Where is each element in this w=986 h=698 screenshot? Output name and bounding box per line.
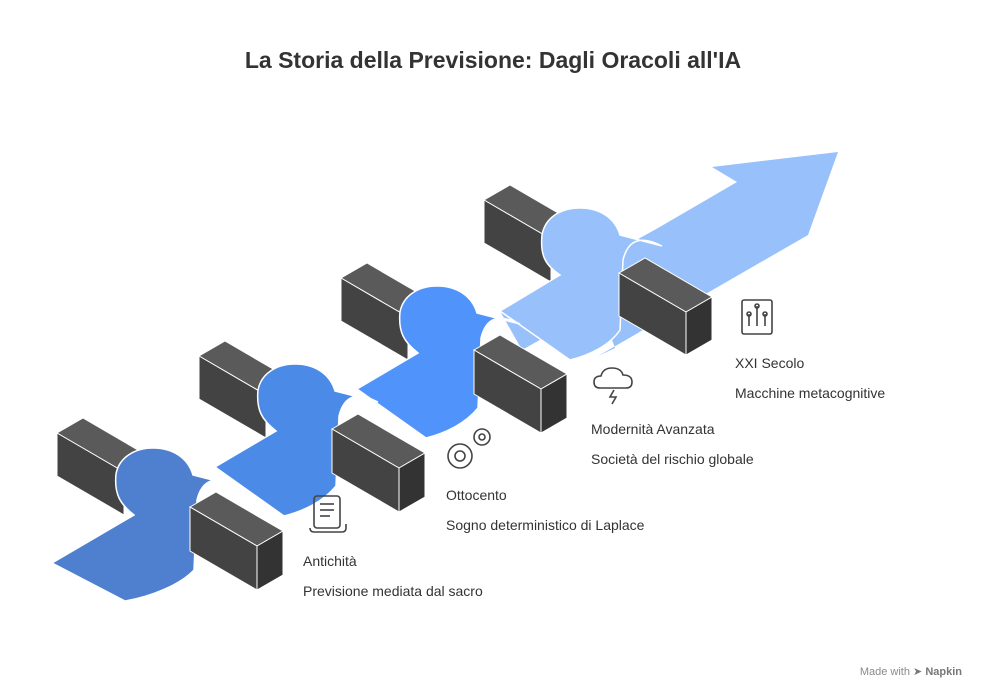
footer-prefix: Made with	[859, 666, 910, 678]
scroll-icon	[309, 495, 347, 533]
stage-4-label: XXI Secolo	[735, 355, 805, 371]
gears-icon	[447, 428, 491, 469]
page-title: La Storia della Previsione: Dagli Oracol…	[244, 47, 742, 73]
footer-brand: Napkin	[925, 666, 962, 678]
circuit-chip-icon	[741, 299, 773, 335]
stage-2-label: Ottocento	[446, 487, 507, 503]
stage-1-label: Antichità	[303, 553, 357, 569]
band-stage-1	[50, 447, 237, 602]
stage-3-label: Modernità Avanzata	[591, 421, 715, 437]
napkin-logo-icon: ➤	[913, 666, 923, 678]
band-stage-4	[498, 207, 663, 361]
block-stage-4-front	[618, 257, 713, 356]
stage-3-description: Società del rischio globale	[591, 451, 754, 467]
band-stage-3	[355, 285, 521, 439]
stage-4-description: Macchine metacognitive	[735, 385, 886, 401]
block-stage-2-front	[331, 413, 426, 513]
band-stage-2	[213, 363, 379, 517]
block-stage-1-front	[189, 491, 284, 591]
stage-2-description: Sogno deterministico di Laplace	[446, 517, 645, 533]
footer-credit: Made with ➤ Napkin	[860, 665, 962, 678]
stage-1-description: Previsione mediata dal sacro	[303, 583, 483, 599]
storm-cloud-icon	[593, 367, 633, 405]
block-stage-3-front	[473, 334, 568, 434]
